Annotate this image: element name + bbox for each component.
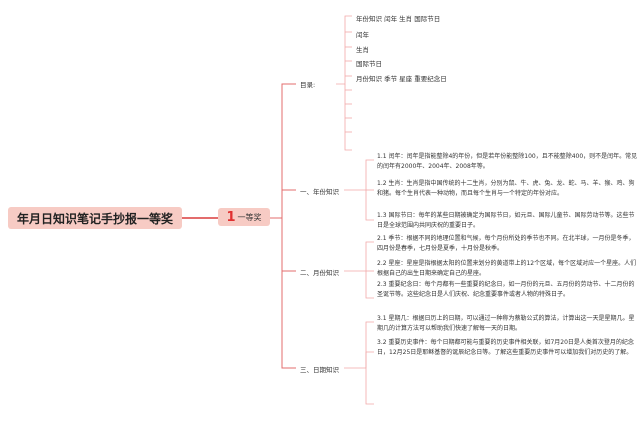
- toc-connectors: [336, 15, 352, 151]
- toc-label: 目录:: [300, 81, 316, 89]
- toc-item: 闰年: [356, 31, 369, 39]
- year-connectors: [344, 159, 374, 221]
- branch-node: 1 一等奖: [218, 208, 270, 226]
- trunk-date: [281, 218, 296, 369]
- root-title: 年月日知识笔记手抄报一等奖: [16, 211, 173, 226]
- section-title-date: 三、日期知识: [300, 366, 339, 374]
- toc-item: 月份知识 季节 星座 重要纪念日: [356, 75, 447, 83]
- leaf-text: 1.3 国际节日：每年的某些日期被确定为国际节日，如元旦、国际儿童节、国际劳动节…: [377, 212, 635, 229]
- leaf-text: 1.1 闰年：闰年是指能整除4的年份，但是若年份能整除100，且不能整除400，…: [377, 153, 638, 170]
- root-node: 年月日知识笔记手抄报一等奖: [8, 207, 182, 229]
- toc-item: 年份知识 闰年 生肖 国际节日: [356, 15, 441, 23]
- date-connectors: [344, 321, 374, 405]
- leaf-text: 2.2 星座：星座是指根据太阳的位置来划分的黄道带上的12个区域，每个区域对应一…: [377, 260, 637, 277]
- toc-item: 生肖: [356, 46, 369, 54]
- branch-label: 一等奖: [237, 212, 262, 222]
- trunk-toc: [270, 83, 296, 219]
- section-title-month: 二、月份知识: [300, 269, 339, 277]
- toc-item: 国际节日: [356, 60, 382, 68]
- leaf-text: 2.3 重要纪念日：每个月都有一些重要的纪念日，如一月份的元旦、五月份的劳动节、…: [377, 281, 635, 298]
- leaf-text: 2.1 季节：根据不同的地理位置和气候，每个月份所处的季节也不同。在北半球，一月…: [377, 235, 635, 252]
- leaf-text: 1.2 生肖：生肖是指中国传统的十二生肖，分别为鼠、牛、虎、兔、龙、蛇、马、羊、…: [377, 180, 635, 197]
- section-title-year: 一、年份知识: [300, 188, 339, 196]
- branch-number: 1: [226, 209, 236, 225]
- month-connectors: [344, 241, 374, 299]
- leaf-text: 3.2 重要历史事件：每个日期都可能与重要的历史事件相关联，如7月20日是人类首…: [377, 339, 634, 356]
- leaf-text: 3.1 星期几：根据日历上的日期，可以通过一种称为蔡勒公式的算法，计算出这一天是…: [377, 315, 635, 332]
